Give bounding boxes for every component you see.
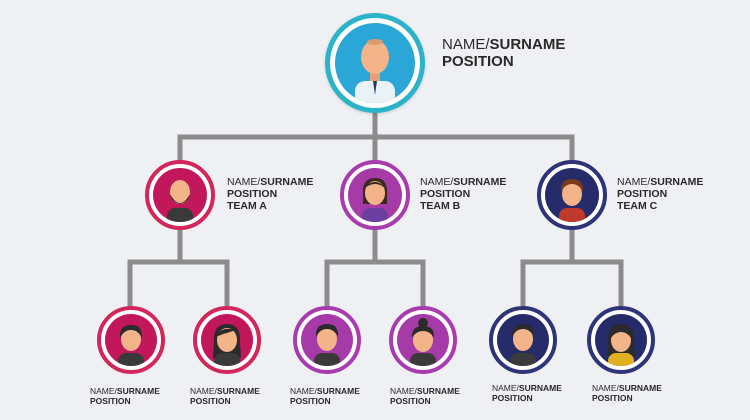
member-3-name-bold: SURNAME bbox=[316, 386, 360, 396]
member-1-name-prefix: NAME/ bbox=[90, 386, 117, 396]
team-c-position: POSITION bbox=[617, 188, 668, 201]
member-1-position: POSITION bbox=[90, 395, 131, 406]
team-b-node bbox=[340, 160, 410, 230]
ceo-name-prefix: NAME/ bbox=[442, 36, 490, 53]
member-4-name-prefix: NAME/ bbox=[390, 386, 417, 396]
member-5-name-bold: SURNAME bbox=[518, 383, 562, 393]
member-4-name-bold: SURNAME bbox=[416, 386, 460, 396]
member-3-name-prefix: NAME/ bbox=[290, 386, 317, 396]
team-c-avatar bbox=[559, 179, 585, 222]
team-a-avatar bbox=[167, 180, 193, 222]
member-2-position: POSITION bbox=[190, 395, 231, 406]
member-2-node bbox=[193, 306, 261, 374]
member-1-avatar bbox=[118, 325, 144, 366]
member-6-node bbox=[587, 306, 655, 374]
member-6-position: POSITION bbox=[592, 392, 633, 403]
ceo-label: NAME/SURNAME POSITION bbox=[442, 36, 565, 71]
member-6-name-prefix: NAME/ bbox=[592, 383, 619, 393]
member-3-avatar bbox=[314, 324, 340, 366]
team-c-name-prefix: NAME/ bbox=[617, 176, 651, 188]
member-6-label: NAME/SURNAME POSITION bbox=[592, 383, 662, 404]
team-a-label: NAME/SURNAME POSITION TEAM A bbox=[227, 176, 313, 212]
member-5-node bbox=[489, 306, 557, 374]
team-a-name-prefix: NAME/ bbox=[227, 176, 261, 188]
team-a-name-bold: SURNAME bbox=[260, 176, 314, 188]
team-b-avatar bbox=[362, 178, 388, 222]
member-1-name-bold: SURNAME bbox=[116, 386, 160, 396]
team-b-name-bold: SURNAME bbox=[453, 176, 507, 188]
member-4-position: POSITION bbox=[390, 395, 431, 406]
member-4-avatar bbox=[410, 318, 436, 366]
team-a-team: TEAM A bbox=[227, 200, 267, 213]
team-c-team: TEAM C bbox=[617, 200, 658, 213]
member-5-position: POSITION bbox=[492, 392, 533, 403]
ceo-position: POSITION bbox=[442, 53, 514, 71]
member-3-position: POSITION bbox=[290, 395, 331, 406]
member-6-avatar bbox=[607, 324, 635, 366]
member-6-name-bold: SURNAME bbox=[618, 383, 662, 393]
member-1-label: NAME/SURNAME POSITION bbox=[90, 386, 160, 407]
ceo-name-bold: SURNAME bbox=[489, 36, 566, 53]
ceo-avatar bbox=[355, 39, 395, 103]
ceo-node bbox=[325, 13, 425, 113]
team-c-label: NAME/SURNAME POSITION TEAM C bbox=[617, 176, 703, 212]
team-a-position: POSITION bbox=[227, 188, 278, 201]
member-5-avatar bbox=[510, 324, 536, 366]
team-b-position: POSITION bbox=[420, 188, 471, 201]
team-b-label: NAME/SURNAME POSITION TEAM B bbox=[420, 176, 506, 212]
member-3-node bbox=[293, 306, 361, 374]
member-1-node bbox=[97, 306, 165, 374]
team-b-team: TEAM B bbox=[420, 200, 461, 213]
team-c-name-bold: SURNAME bbox=[650, 176, 704, 188]
member-2-name-bold: SURNAME bbox=[216, 386, 260, 396]
member-4-node bbox=[389, 306, 457, 374]
member-5-name-prefix: NAME/ bbox=[492, 383, 519, 393]
member-2-label: NAME/SURNAME POSITION bbox=[190, 386, 260, 407]
team-a-node bbox=[145, 160, 215, 230]
member-2-name-prefix: NAME/ bbox=[190, 386, 217, 396]
member-5-label: NAME/SURNAME POSITION bbox=[492, 383, 562, 404]
team-b-name-prefix: NAME/ bbox=[420, 176, 454, 188]
member-4-label: NAME/SURNAME POSITION bbox=[390, 386, 460, 407]
member-3-label: NAME/SURNAME POSITION bbox=[290, 386, 360, 407]
team-c-node bbox=[537, 160, 607, 230]
member-2-avatar bbox=[213, 324, 241, 366]
